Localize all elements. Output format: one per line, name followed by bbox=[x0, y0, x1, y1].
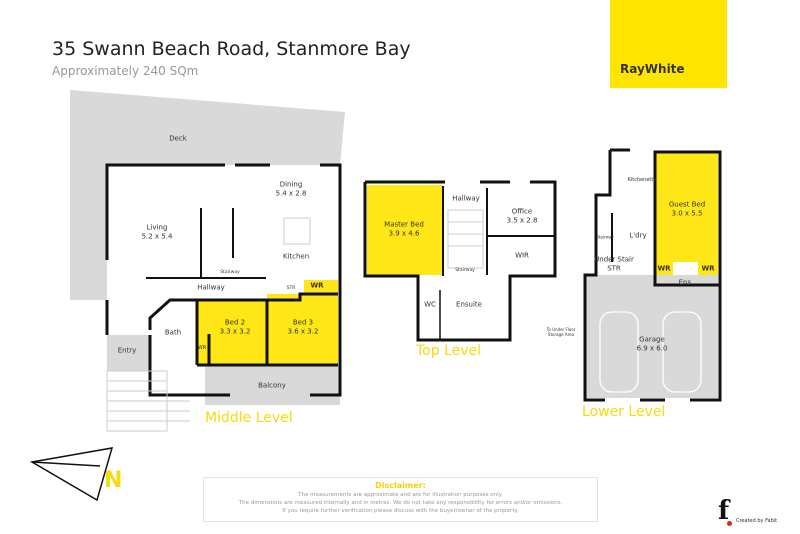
address-title: 35 Swann Beach Road, Stanmore Bay bbox=[52, 38, 411, 60]
room-ensuite: Ensuite bbox=[456, 300, 482, 309]
credit-text: Created by Fabit bbox=[736, 518, 778, 524]
lower-walls bbox=[583, 148, 722, 402]
room-wr-b: WR bbox=[701, 264, 715, 273]
cars bbox=[599, 311, 702, 393]
entry-area bbox=[107, 335, 151, 371]
logo-text: RayWhite bbox=[620, 62, 685, 76]
room-wr-bed2: WR bbox=[197, 344, 207, 351]
room-bath: Bath bbox=[164, 328, 182, 337]
room-under-stair-str: Under Stair STR bbox=[594, 255, 634, 272]
disclaimer-box: Disclaimer: The measurements are approxi… bbox=[203, 477, 598, 522]
room-ensuite-lower: Ens. bbox=[678, 278, 694, 287]
disclaimer-line: If you require further verification plea… bbox=[282, 507, 519, 514]
deck-area bbox=[70, 90, 345, 300]
compass-north-label: N bbox=[104, 468, 123, 493]
raywhite-logo: RayWhite bbox=[610, 0, 727, 88]
compass-arrow bbox=[29, 447, 114, 502]
fabit-logo: f bbox=[718, 496, 730, 526]
room-kitchen: Kitchen bbox=[282, 252, 310, 261]
room-wr-a: WR bbox=[657, 264, 671, 273]
room-wir: WIR bbox=[515, 251, 529, 260]
wr-fill bbox=[304, 280, 338, 294]
wr2-fill bbox=[197, 334, 209, 365]
area-subtitle: Approximately 240 SQm bbox=[52, 64, 199, 78]
room-stairway-top: Stairway bbox=[455, 268, 475, 274]
garage-fill bbox=[585, 275, 718, 398]
room-wr: WR bbox=[310, 281, 324, 290]
wr-b-fill bbox=[698, 262, 718, 275]
level-label-lower: Lower Level bbox=[582, 404, 666, 420]
room-hallway-top: Hallway bbox=[452, 194, 480, 203]
top-walls bbox=[363, 180, 557, 342]
room-str: STR bbox=[286, 286, 296, 292]
room-laundry: L'dry bbox=[629, 231, 647, 240]
master-bed-fill bbox=[367, 185, 443, 275]
room-entry: Entry bbox=[117, 346, 137, 355]
fabit-dot-icon bbox=[727, 521, 732, 526]
balcony-area bbox=[205, 365, 340, 405]
disclaimer-line: The measurements are approximate and are… bbox=[298, 491, 503, 498]
room-kitchenette: Kitchenette bbox=[627, 176, 657, 183]
room-balcony: Balcony bbox=[258, 381, 286, 390]
fabit-credit: f Created by Fabit bbox=[718, 496, 777, 526]
disclaimer-line: The dimensions are measured internally a… bbox=[238, 499, 563, 506]
room-stairway: Stairway bbox=[220, 270, 240, 276]
under-floor-storage-note: To Under Floor Storage Area bbox=[546, 327, 576, 337]
entry-stairs bbox=[106, 217, 311, 432]
level-label-top: Top Level bbox=[416, 343, 482, 359]
room-hallway: Hallway bbox=[197, 283, 225, 292]
middle-walls bbox=[105, 163, 342, 397]
disclaimer-title: Disclaimer: bbox=[375, 481, 426, 490]
level-label-middle: Middle Level bbox=[205, 410, 293, 426]
wr-a-fill bbox=[656, 262, 673, 275]
guest-bed-fill bbox=[656, 152, 718, 262]
room-deck: Deck bbox=[169, 134, 187, 143]
bed3-fill bbox=[267, 294, 338, 365]
room-stairway-lower: Stairway bbox=[596, 234, 614, 240]
room-wc: WC bbox=[424, 300, 436, 309]
